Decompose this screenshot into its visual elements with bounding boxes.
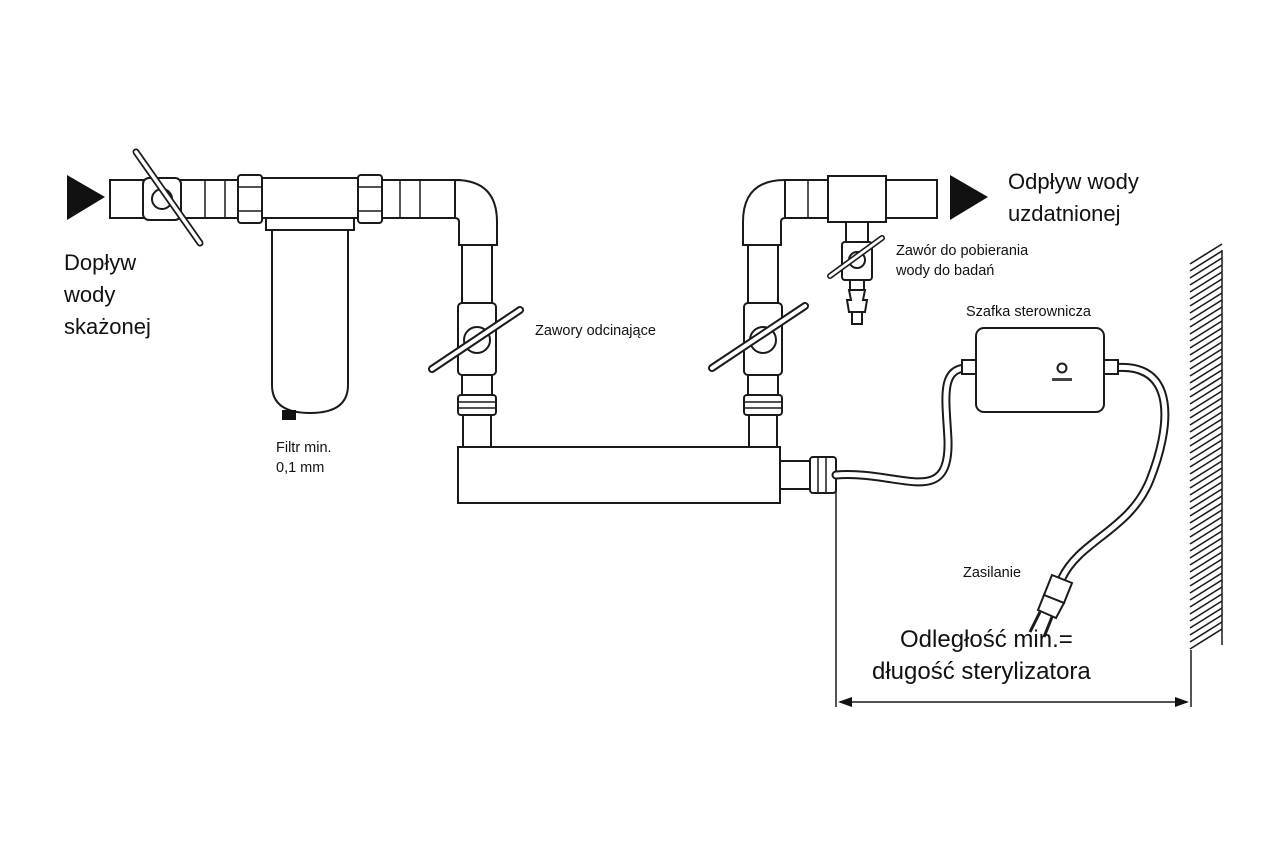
svg-text:wody do badań: wody do badań xyxy=(895,263,994,279)
outlet-arrow xyxy=(950,175,988,220)
wall-hatch-line xyxy=(1189,628,1223,650)
wall-hatch-line xyxy=(1189,558,1223,580)
wall-hatch-line xyxy=(1189,313,1223,335)
wall-hatch-line xyxy=(1189,460,1223,482)
wall-hatch-line xyxy=(1189,593,1223,615)
wall-hatch-line xyxy=(1189,565,1223,587)
wall-hatch-line xyxy=(1189,474,1223,496)
wall-hatch-line xyxy=(1189,320,1223,342)
wall-hatch-line xyxy=(1189,327,1223,349)
wall-hatch-line xyxy=(1189,278,1223,300)
wall-hatch-line xyxy=(1189,376,1223,398)
wall-hatch-line xyxy=(1189,516,1223,538)
wall-hatch-line xyxy=(1189,439,1223,461)
svg-text:0,1 mm: 0,1 mm xyxy=(276,460,324,476)
svg-text:skażonej: skażonej xyxy=(64,314,151,339)
wall-hatch-line xyxy=(1189,285,1223,307)
wall-hatch-line xyxy=(1189,299,1223,321)
wall-hatch-line xyxy=(1189,425,1223,447)
wall-hatch-line xyxy=(1189,355,1223,377)
power-cable xyxy=(1057,362,1170,583)
wall-hatch-line xyxy=(1189,390,1223,412)
wall-hatch-line xyxy=(1189,432,1223,454)
filter-label: Filtr min. 0,1 mm xyxy=(276,440,332,476)
outlet-label: Odpływ wody uzdatnionej xyxy=(1008,169,1139,226)
wall-hatch-line xyxy=(1189,607,1223,629)
wall-hatch-line xyxy=(1189,572,1223,594)
svg-text:uzdatnionej: uzdatnionej xyxy=(1008,201,1121,226)
wall-hatch-line xyxy=(1189,334,1223,356)
wall-hatch-line xyxy=(1189,341,1223,363)
wall-hatch-line xyxy=(1189,418,1223,440)
inlet-valve xyxy=(132,148,204,247)
distance-label: Odległość min.= długość sterylizatora xyxy=(872,626,1091,685)
svg-text:Zawór do pobierania: Zawór do pobierania xyxy=(896,243,1029,259)
sampling-valve-label: Zawór do pobierania wody do badań xyxy=(895,243,1029,279)
wall-hatch-line xyxy=(1189,467,1223,489)
left-shutoff-valve xyxy=(428,302,524,448)
outlet-pipe xyxy=(784,175,938,223)
wall-hatch-line xyxy=(1189,537,1223,559)
wall-hatch-line xyxy=(1189,600,1223,622)
wall-hatch-line xyxy=(1189,551,1223,573)
sterilizer-cable xyxy=(831,363,970,487)
svg-text:Filtr min.: Filtr min. xyxy=(276,440,332,456)
wall-hatch-line xyxy=(1189,250,1223,272)
wall-hatch-line xyxy=(1189,621,1223,643)
wall-hatch-line xyxy=(1189,271,1223,293)
distance-dimension xyxy=(835,490,1192,707)
svg-text:Dopływ: Dopływ xyxy=(64,250,136,275)
wall-hatch-line xyxy=(1189,530,1223,552)
wall-hatch-line xyxy=(1189,523,1223,545)
uv-sterilizer xyxy=(457,446,837,504)
svg-text:długość sterylizatora: długość sterylizatora xyxy=(872,658,1091,685)
wall-hatch-line xyxy=(1189,306,1223,328)
power-label: Zasilanie xyxy=(963,565,1021,581)
wall-hatch-line xyxy=(1189,257,1223,279)
svg-text:Odległość min.=: Odległość min.= xyxy=(900,626,1073,653)
wall-hatch-line xyxy=(1189,579,1223,601)
wall-hatch-line xyxy=(1189,348,1223,370)
right-elbow xyxy=(742,178,786,306)
wall-hatch-line xyxy=(1189,614,1223,636)
wall-hatch-line xyxy=(1189,453,1223,475)
wall-hatch-line xyxy=(1189,586,1223,608)
wall-hatch-line xyxy=(1189,243,1223,265)
left-elbow xyxy=(454,178,498,306)
wall-hatch-line xyxy=(1189,397,1223,419)
wall-hatch-line xyxy=(1189,369,1223,391)
power-plug xyxy=(1028,573,1074,638)
wall-hatch-line xyxy=(1189,292,1223,314)
wall-hatch-line xyxy=(1189,362,1223,384)
wall-hatch-line xyxy=(1189,411,1223,433)
wall xyxy=(1189,243,1223,650)
wall-hatch-line xyxy=(1189,488,1223,510)
control-box-label: Szafka sterownicza xyxy=(966,304,1092,320)
wall-hatch-line xyxy=(1189,502,1223,524)
control-box xyxy=(961,327,1119,413)
wall-hatch-line xyxy=(1189,509,1223,531)
svg-text:wody: wody xyxy=(63,282,115,307)
svg-text:Odpływ wody: Odpływ wody xyxy=(1008,169,1139,194)
wall-hatch-line xyxy=(1189,481,1223,503)
shutoff-valves-label: Zawory odcinające xyxy=(535,323,656,339)
wall-hatch-line xyxy=(1189,404,1223,426)
wall-hatch-line xyxy=(1189,264,1223,286)
wall-hatch-line xyxy=(1189,446,1223,468)
wall-hatch-line xyxy=(1189,544,1223,566)
filter xyxy=(261,177,359,420)
right-shutoff-valve xyxy=(708,302,809,448)
wall-hatch-line xyxy=(1189,495,1223,517)
wall-hatch-line xyxy=(1189,383,1223,405)
inlet-arrow xyxy=(67,175,105,220)
sampling-valve xyxy=(827,221,885,325)
inlet-label: Dopływ wody skażonej xyxy=(63,250,151,339)
